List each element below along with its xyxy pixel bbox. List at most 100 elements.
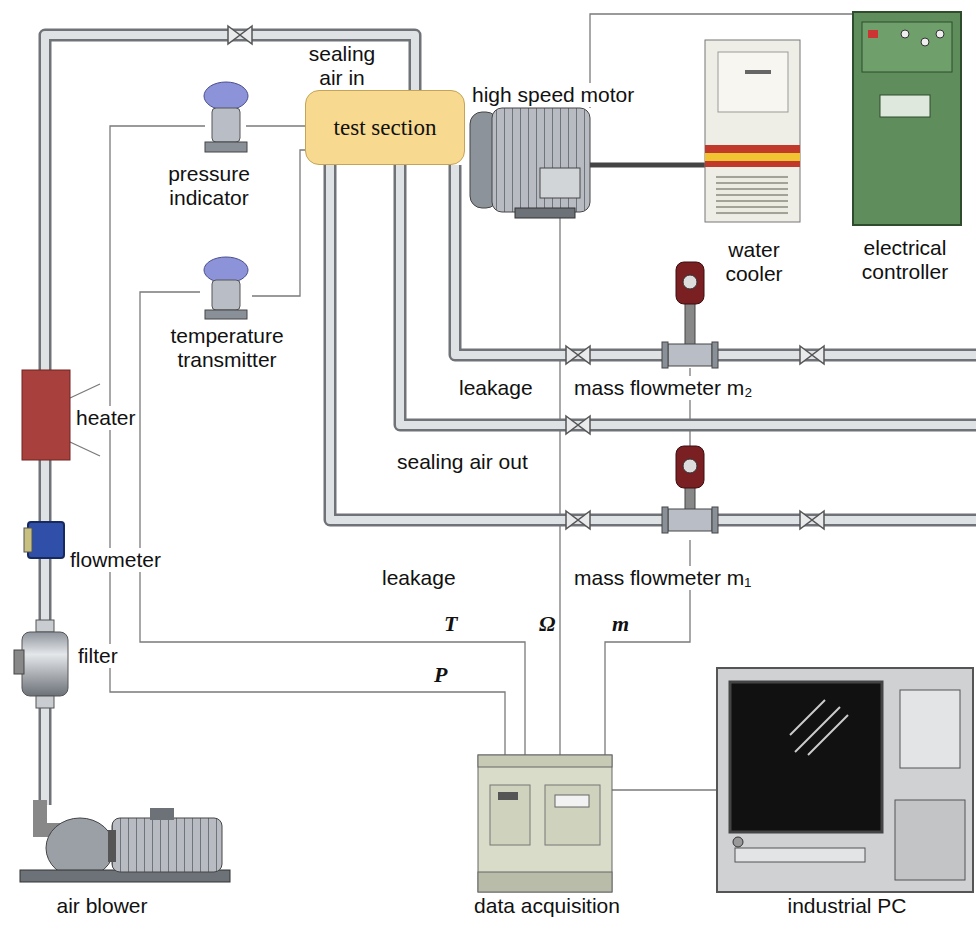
mass-flowmeter-symbol	[712, 507, 718, 533]
component-label: data acquisition	[450, 894, 644, 918]
signal-name: P	[432, 662, 449, 687]
filter-symbol	[22, 632, 68, 696]
air-blower-symbol	[150, 808, 174, 820]
component-label: filter	[76, 644, 120, 668]
valve-symbol	[800, 511, 824, 529]
flowmeter-symbol	[24, 522, 64, 558]
component-label: flowmeter	[68, 548, 163, 572]
mass-flowmeter-symbol	[676, 446, 704, 488]
node-label: test section	[334, 115, 437, 141]
industrial-pc-symbol	[717, 668, 973, 892]
motor-symbol	[590, 163, 705, 168]
valve-symbol	[566, 346, 590, 364]
mass-flowmeter-symbol	[676, 262, 704, 304]
motor-symbol	[470, 108, 705, 218]
data-acquisition-symbol	[545, 785, 600, 845]
valve-symbol	[228, 26, 824, 533]
water-cooler-symbol	[716, 175, 788, 215]
data-acquisition-symbol	[498, 792, 518, 800]
water-cooler-symbol	[705, 40, 800, 222]
pipe-label: leakage	[457, 376, 535, 400]
filter-symbol	[36, 696, 54, 708]
signal-wire	[110, 126, 505, 755]
electrical-controller-symbol	[853, 12, 961, 225]
valve-symbol	[228, 26, 252, 44]
component-label: high speed motor	[470, 83, 636, 107]
mass-flowmeter-symbol	[668, 509, 712, 531]
data-acquisition-symbol	[478, 755, 612, 767]
data-acquisition-symbol	[555, 795, 589, 807]
electrical-controller-symbol	[880, 95, 930, 117]
mass-flowmeter-symbol	[662, 507, 668, 533]
signal-wire	[612, 789, 717, 790]
temperature-transmitter-symbol	[205, 310, 247, 319]
valve-symbol	[800, 346, 824, 364]
component-label: mass flowmeter m₂	[572, 376, 755, 400]
data-acquisition-symbol	[478, 872, 612, 892]
component-label: temperature transmitter	[145, 324, 309, 372]
mass-flowmeter-symbol	[662, 342, 668, 368]
motor-symbol	[515, 208, 575, 218]
air-blower-symbol	[112, 818, 222, 872]
motor-symbol	[540, 168, 580, 198]
air-blower-symbol	[46, 818, 114, 878]
temperature-transmitter-symbol	[204, 257, 248, 319]
filter-symbol	[14, 620, 68, 708]
flowmeter-symbol	[24, 528, 32, 552]
motor-symbol	[492, 108, 590, 212]
industrial-pc-symbol	[900, 690, 960, 768]
component-label: industrial PC	[745, 894, 949, 918]
industrial-pc-symbol	[735, 848, 865, 862]
pipe-label: sealing air in	[295, 42, 389, 90]
component-label: air blower	[10, 894, 194, 918]
valve-symbol	[566, 511, 590, 529]
temperature-transmitter-symbol	[212, 280, 240, 310]
heater-symbol	[22, 370, 70, 460]
test-section-box: test section	[305, 90, 465, 165]
industrial-pc-symbol	[730, 682, 882, 832]
data-acquisition-symbol	[478, 755, 612, 892]
industrial-pc-symbol	[790, 700, 825, 735]
electrical-controller-symbol	[921, 38, 929, 46]
water-cooler-symbol	[705, 40, 800, 222]
electrical-controller-symbol	[936, 30, 944, 38]
component-label: water cooler	[707, 238, 801, 286]
temperature-transmitter-symbol	[204, 257, 248, 283]
electrical-controller-symbol	[901, 30, 909, 38]
pressure-indicator-symbol	[212, 108, 240, 142]
pipe-label: leakage	[380, 566, 458, 590]
water-cooler-symbol	[705, 145, 800, 153]
electrical-controller-symbol	[853, 12, 961, 225]
component-label: heater	[74, 406, 138, 430]
air-blower-symbol	[20, 800, 230, 882]
signal-wire	[559, 212, 560, 755]
mass-flowmeter-symbol	[668, 344, 712, 366]
industrial-pc-symbol	[717, 668, 973, 892]
component-label: pressure indicator	[147, 162, 271, 210]
air-blower-symbol	[108, 830, 116, 862]
industrial-pc-symbol	[808, 715, 848, 755]
signal-wire	[246, 125, 306, 126]
electrical-controller-symbol	[862, 22, 952, 72]
data-acquisition-symbol	[490, 785, 530, 845]
filter-symbol	[36, 620, 54, 632]
electrical-controller-symbol	[868, 30, 878, 38]
industrial-pc-symbol	[733, 837, 743, 847]
mass-flowmeter-symbol	[685, 302, 695, 347]
industrial-pc-symbol	[895, 800, 965, 880]
heater-symbol	[22, 370, 70, 460]
mass-flowmeter-symbol	[712, 342, 718, 368]
mass-flowmeter-symbol	[683, 459, 697, 473]
filter-symbol	[14, 650, 24, 674]
data-acquisition-symbol	[478, 755, 612, 892]
component-label: electrical controller	[838, 236, 972, 284]
pressure-indicator-symbol	[204, 82, 248, 110]
pressure-indicator-symbol	[204, 82, 248, 152]
flowmeter-symbol	[28, 522, 64, 558]
mass-flowmeter-symbol	[685, 486, 695, 512]
signal-name: T	[442, 611, 459, 636]
signal-wire	[252, 150, 306, 296]
water-cooler-symbol	[705, 161, 800, 167]
signal-name: m	[610, 611, 631, 636]
signal-name: Ω	[537, 611, 557, 636]
